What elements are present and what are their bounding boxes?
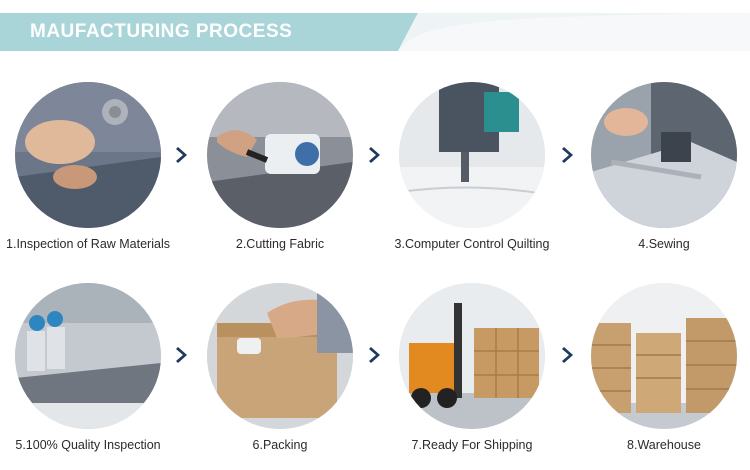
next-arrow-icon <box>176 346 188 364</box>
step-label: 1.Inspection of Raw Materials <box>6 237 170 251</box>
warehouse-photo <box>591 283 737 429</box>
next-arrow-icon <box>562 346 574 364</box>
next-arrow-icon <box>176 146 188 164</box>
raw-materials-photo <box>15 82 161 228</box>
step-label: 7.Ready For Shipping <box>411 438 533 452</box>
banner-shape <box>0 13 750 51</box>
step-label: 5.100% Quality Inspection <box>15 438 161 452</box>
next-arrow-icon <box>369 346 381 364</box>
packing-photo <box>207 283 353 429</box>
next-arrow-icon <box>369 146 381 164</box>
step-label: 3.Computer Control Quilting <box>394 237 550 251</box>
page-title: MAUFACTURING PROCESS <box>30 21 293 42</box>
step-label: 4.Sewing <box>638 237 690 251</box>
quality-inspection-photo <box>15 283 161 429</box>
forklift-photo <box>399 283 545 429</box>
step-label: 2.Cutting Fabric <box>235 237 325 251</box>
sewing-photo <box>591 82 737 228</box>
step-label: 8.Warehouse <box>627 438 701 452</box>
step-label: 6.Packing <box>252 438 308 452</box>
next-arrow-icon <box>562 146 574 164</box>
header-banner: MAUFACTURING PROCESS <box>0 13 750 51</box>
cutting-fabric-photo <box>207 82 353 228</box>
quilting-machine-photo <box>399 82 545 228</box>
